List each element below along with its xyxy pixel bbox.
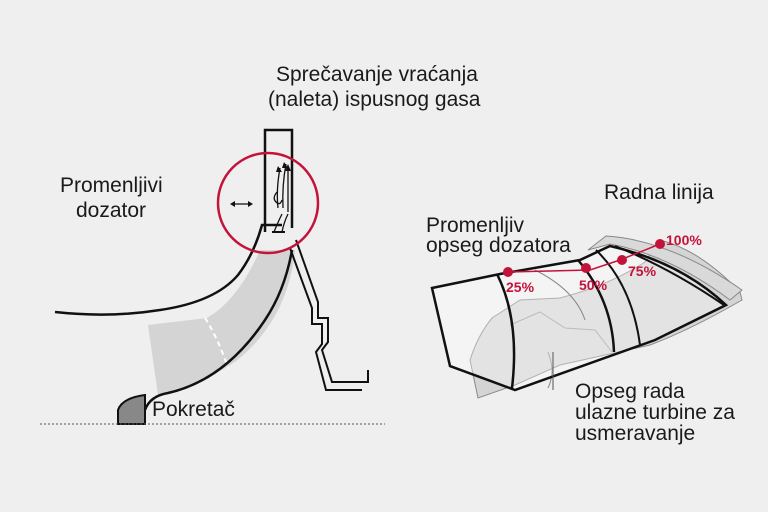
- diffuser-wall-outer: [295, 239, 369, 383]
- exhaust-label-1: Sprečavanje vraćanja: [276, 63, 478, 86]
- turbine-label-3: usmeravanje: [575, 422, 695, 445]
- turbo-cross-section: [40, 128, 385, 425]
- impeller-label: Pokretač: [152, 398, 235, 421]
- turbine-range-inner: [509, 311, 613, 353]
- point-75: [617, 255, 627, 265]
- double-arrow-icon: [230, 201, 253, 207]
- point-50: [581, 263, 591, 273]
- nozzle-label-2: dozator: [76, 199, 146, 222]
- exhaust-label-2: (naleta) ispusnog gasa: [268, 88, 481, 111]
- impeller-hub: [117, 393, 146, 425]
- operating-line-label: Radna linija: [604, 181, 714, 204]
- pct-label-25: 25%: [506, 279, 535, 295]
- exhaust-duct: [263, 128, 294, 232]
- housing-curve: [54, 223, 282, 316]
- flow-passage: [148, 250, 295, 395]
- operating-line: [507, 243, 661, 273]
- turbine-label-1: Opseg rada: [575, 380, 685, 403]
- grid-curve-4: [614, 245, 725, 306]
- nozzle-range: [430, 244, 729, 392]
- point-25: [503, 267, 513, 277]
- flow-arrows: [273, 163, 289, 233]
- nozzle-label-1: Promenljivi: [60, 174, 163, 197]
- impeller-blade: [143, 249, 294, 411]
- point-100: [655, 239, 665, 249]
- range-label-1: Promenljiv: [426, 214, 525, 237]
- operating-map: [430, 235, 743, 399]
- grid-curve-1: [495, 273, 516, 389]
- arrow-heads: [276, 162, 291, 172]
- dashed-line: [204, 317, 229, 369]
- top-band: [587, 235, 743, 301]
- grid-curve-3: [595, 249, 641, 346]
- pct-label-50: 50%: [579, 277, 608, 293]
- highlight-circle: [216, 151, 320, 255]
- pct-label-75: 75%: [628, 263, 657, 279]
- turbine-range-inner-2: [547, 351, 553, 389]
- grid-curve-thin: [534, 269, 586, 321]
- range-label-2: opseg dozatora: [426, 234, 571, 257]
- diffuser-wall-inner: [289, 247, 362, 391]
- turbine-range: [469, 239, 743, 399]
- turbine-label-2: ulazne turbine za: [575, 401, 735, 424]
- pct-label-100: 100%: [666, 232, 702, 248]
